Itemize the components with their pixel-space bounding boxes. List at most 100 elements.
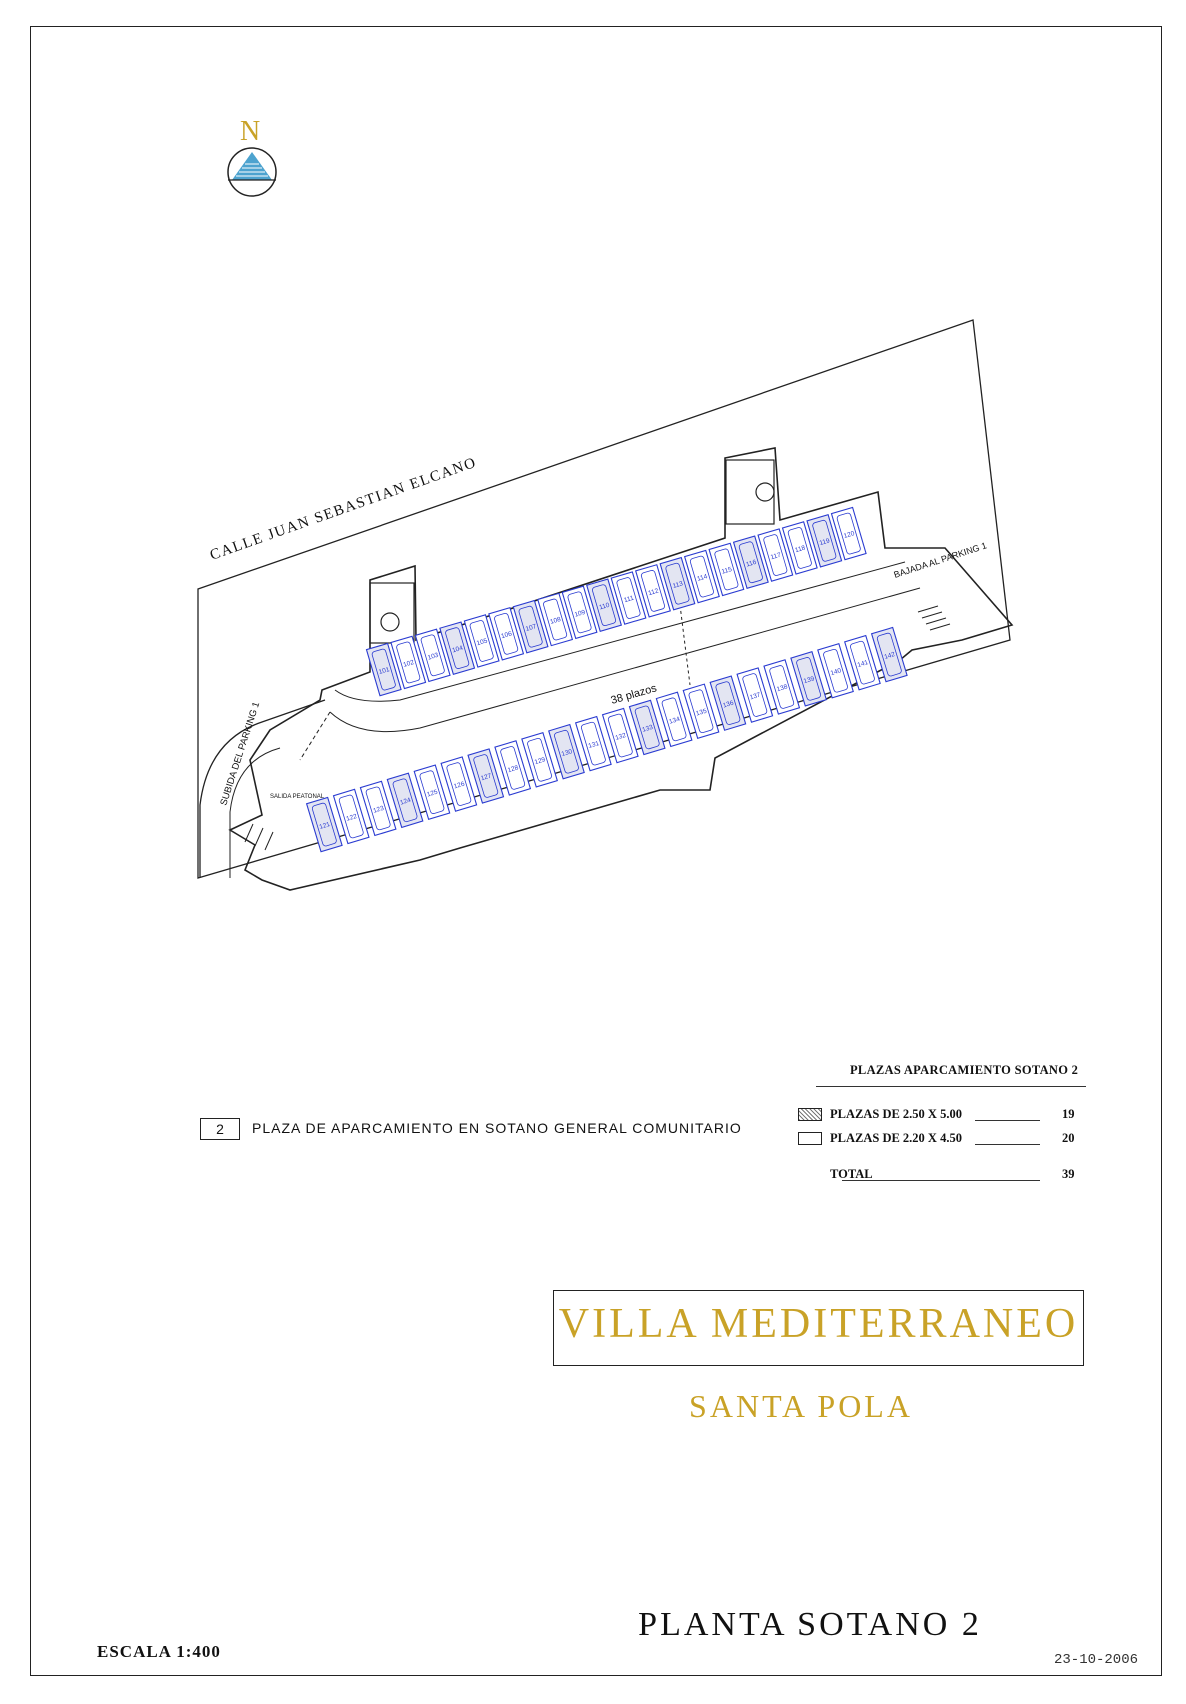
parking-space-number: 124	[399, 797, 412, 807]
parking-space: 105	[463, 614, 500, 668]
parking-space: 118	[781, 521, 818, 575]
parking-space-number: 116	[745, 559, 757, 569]
parking-space: 131	[574, 715, 612, 772]
parking-space-number: 130	[561, 748, 574, 758]
parking-space: 132	[601, 707, 639, 764]
parking-space-number: 101	[378, 666, 391, 676]
leader-line	[842, 1180, 1040, 1181]
parking-space-number: 127	[480, 772, 493, 782]
parking-space-number: 105	[476, 637, 489, 647]
ramp-up-label: SUBIDA DEL PARKING 1	[218, 701, 262, 807]
parking-space-number: 131	[588, 740, 601, 750]
stair-cores	[244, 459, 951, 851]
parking-space-number: 126	[453, 781, 466, 791]
parking-space-number: 114	[696, 573, 708, 583]
parking-space-number: 129	[534, 756, 547, 766]
parking-space-number: 119	[819, 537, 831, 547]
parking-space-number: 102	[402, 659, 415, 669]
sheet-scale: ESCALA 1:400	[97, 1642, 221, 1661]
parking-space-number: 109	[574, 609, 587, 619]
parking-space: 108	[537, 592, 574, 647]
parking-space: 119	[806, 513, 843, 568]
parking-space-number: 107	[525, 623, 538, 633]
parking-space-number: 138	[776, 683, 789, 693]
parking-space: 117	[757, 528, 794, 582]
parking-space: 122	[332, 788, 370, 845]
parking-space-number: 112	[647, 587, 659, 597]
parking-space-number: 135	[695, 708, 708, 718]
parking-space-number: 141	[857, 659, 870, 669]
parking-total-label: TOTAL	[830, 1167, 873, 1181]
parking-space-number: 113	[672, 580, 684, 590]
parking-spaces-bottom: 1211221231241251261271281291301311321331…	[305, 626, 908, 853]
parking-space: 103	[414, 628, 451, 683]
parking-space-number: 123	[372, 805, 385, 815]
parking-row-large-value: 19	[1062, 1107, 1075, 1121]
project-name: VILLA MEDITERRANEO	[558, 1301, 1079, 1347]
parking-space: 107	[512, 599, 549, 654]
parking-row-small-value: 20	[1062, 1131, 1075, 1145]
floor-plan: CALLE JUAN SEBASTIAN ELCANO 38 plazos SU…	[197, 319, 1014, 891]
parking-space: 136	[709, 675, 747, 731]
parking-space-number: 118	[794, 544, 806, 554]
project-location: SANTA POLA	[689, 1388, 913, 1424]
parking-space: 116	[732, 535, 769, 590]
parking-space: 123	[359, 780, 397, 837]
parking-space: 124	[386, 772, 424, 829]
sheet-title: PLANTA SOTANO 2	[638, 1606, 982, 1643]
parking-space: 140	[817, 642, 854, 699]
parking-space-number: 108	[549, 616, 562, 626]
parking-space-number: 110	[598, 602, 610, 612]
parking-space: 127	[467, 748, 505, 804]
parking-space-number: 103	[427, 652, 440, 662]
site-boundary	[197, 319, 1011, 879]
parking-space: 102	[390, 635, 427, 690]
parking-total-value: 39	[1062, 1167, 1075, 1181]
legend-number-box: 2	[200, 1118, 240, 1140]
driving-aisle	[299, 561, 921, 761]
sheet-date: 23-10-2006	[1054, 1652, 1139, 1668]
leader-line	[975, 1144, 1040, 1145]
parking-row-small-label: PLAZAS DE 2.20 X 4.50	[830, 1131, 962, 1145]
parking-space: 114	[683, 549, 720, 604]
parking-space: 115	[708, 542, 745, 597]
parking-row-large-label: PLAZAS DE 2.50 X 5.00	[830, 1107, 962, 1121]
parking-space-number: 121	[319, 821, 332, 831]
parking-space: 130	[548, 723, 585, 780]
ramp-down-label: BAJADA AL PARKING 1	[893, 540, 988, 579]
parking-space: 129	[521, 732, 558, 788]
parking-space-number: 104	[451, 645, 464, 655]
parking-space-number: 132	[615, 732, 628, 742]
parking-space: 139	[790, 651, 828, 707]
parking-space-number: 122	[345, 813, 358, 823]
parking-space: 110	[586, 578, 623, 632]
parking-space-number: 140	[830, 667, 843, 677]
parking-space-number: 111	[623, 595, 635, 605]
parking-space: 137	[736, 667, 774, 723]
parking-table-rule	[816, 1086, 1086, 1087]
parking-space: 112	[635, 564, 671, 618]
parking-space-number: 137	[749, 691, 762, 701]
parking-table-title: PLAZAS APARCAMIENTO SOTANO 2	[850, 1063, 1079, 1077]
parking-space-number: 142	[884, 651, 897, 661]
parking-space-number: 128	[507, 764, 520, 774]
north-arrow-icon	[227, 147, 277, 197]
parking-space: 142	[870, 626, 908, 683]
parking-space: 141	[844, 634, 881, 691]
north-letter: N	[240, 116, 261, 147]
parking-space-number: 125	[426, 789, 439, 799]
parking-space-number: 117	[770, 552, 782, 562]
sheet-border	[30, 26, 1162, 1676]
parking-space: 111	[610, 571, 647, 625]
parking-space-number: 115	[721, 566, 733, 576]
parking-space: 101	[365, 642, 402, 697]
parking-space: 120	[830, 506, 867, 561]
empty-swatch	[798, 1132, 822, 1145]
parking-space: 134	[655, 691, 693, 748]
parking-space: 128	[494, 740, 532, 796]
parking-spaces-top: 1011021031041051061071081091101111121131…	[365, 506, 867, 697]
parking-space: 135	[682, 683, 720, 740]
parking-space: 121	[305, 796, 343, 853]
parking-space-number: 120	[843, 530, 856, 540]
legend-description: PLAZA DE APARCAMIENTO EN SOTANO GENERAL …	[252, 1120, 742, 1136]
